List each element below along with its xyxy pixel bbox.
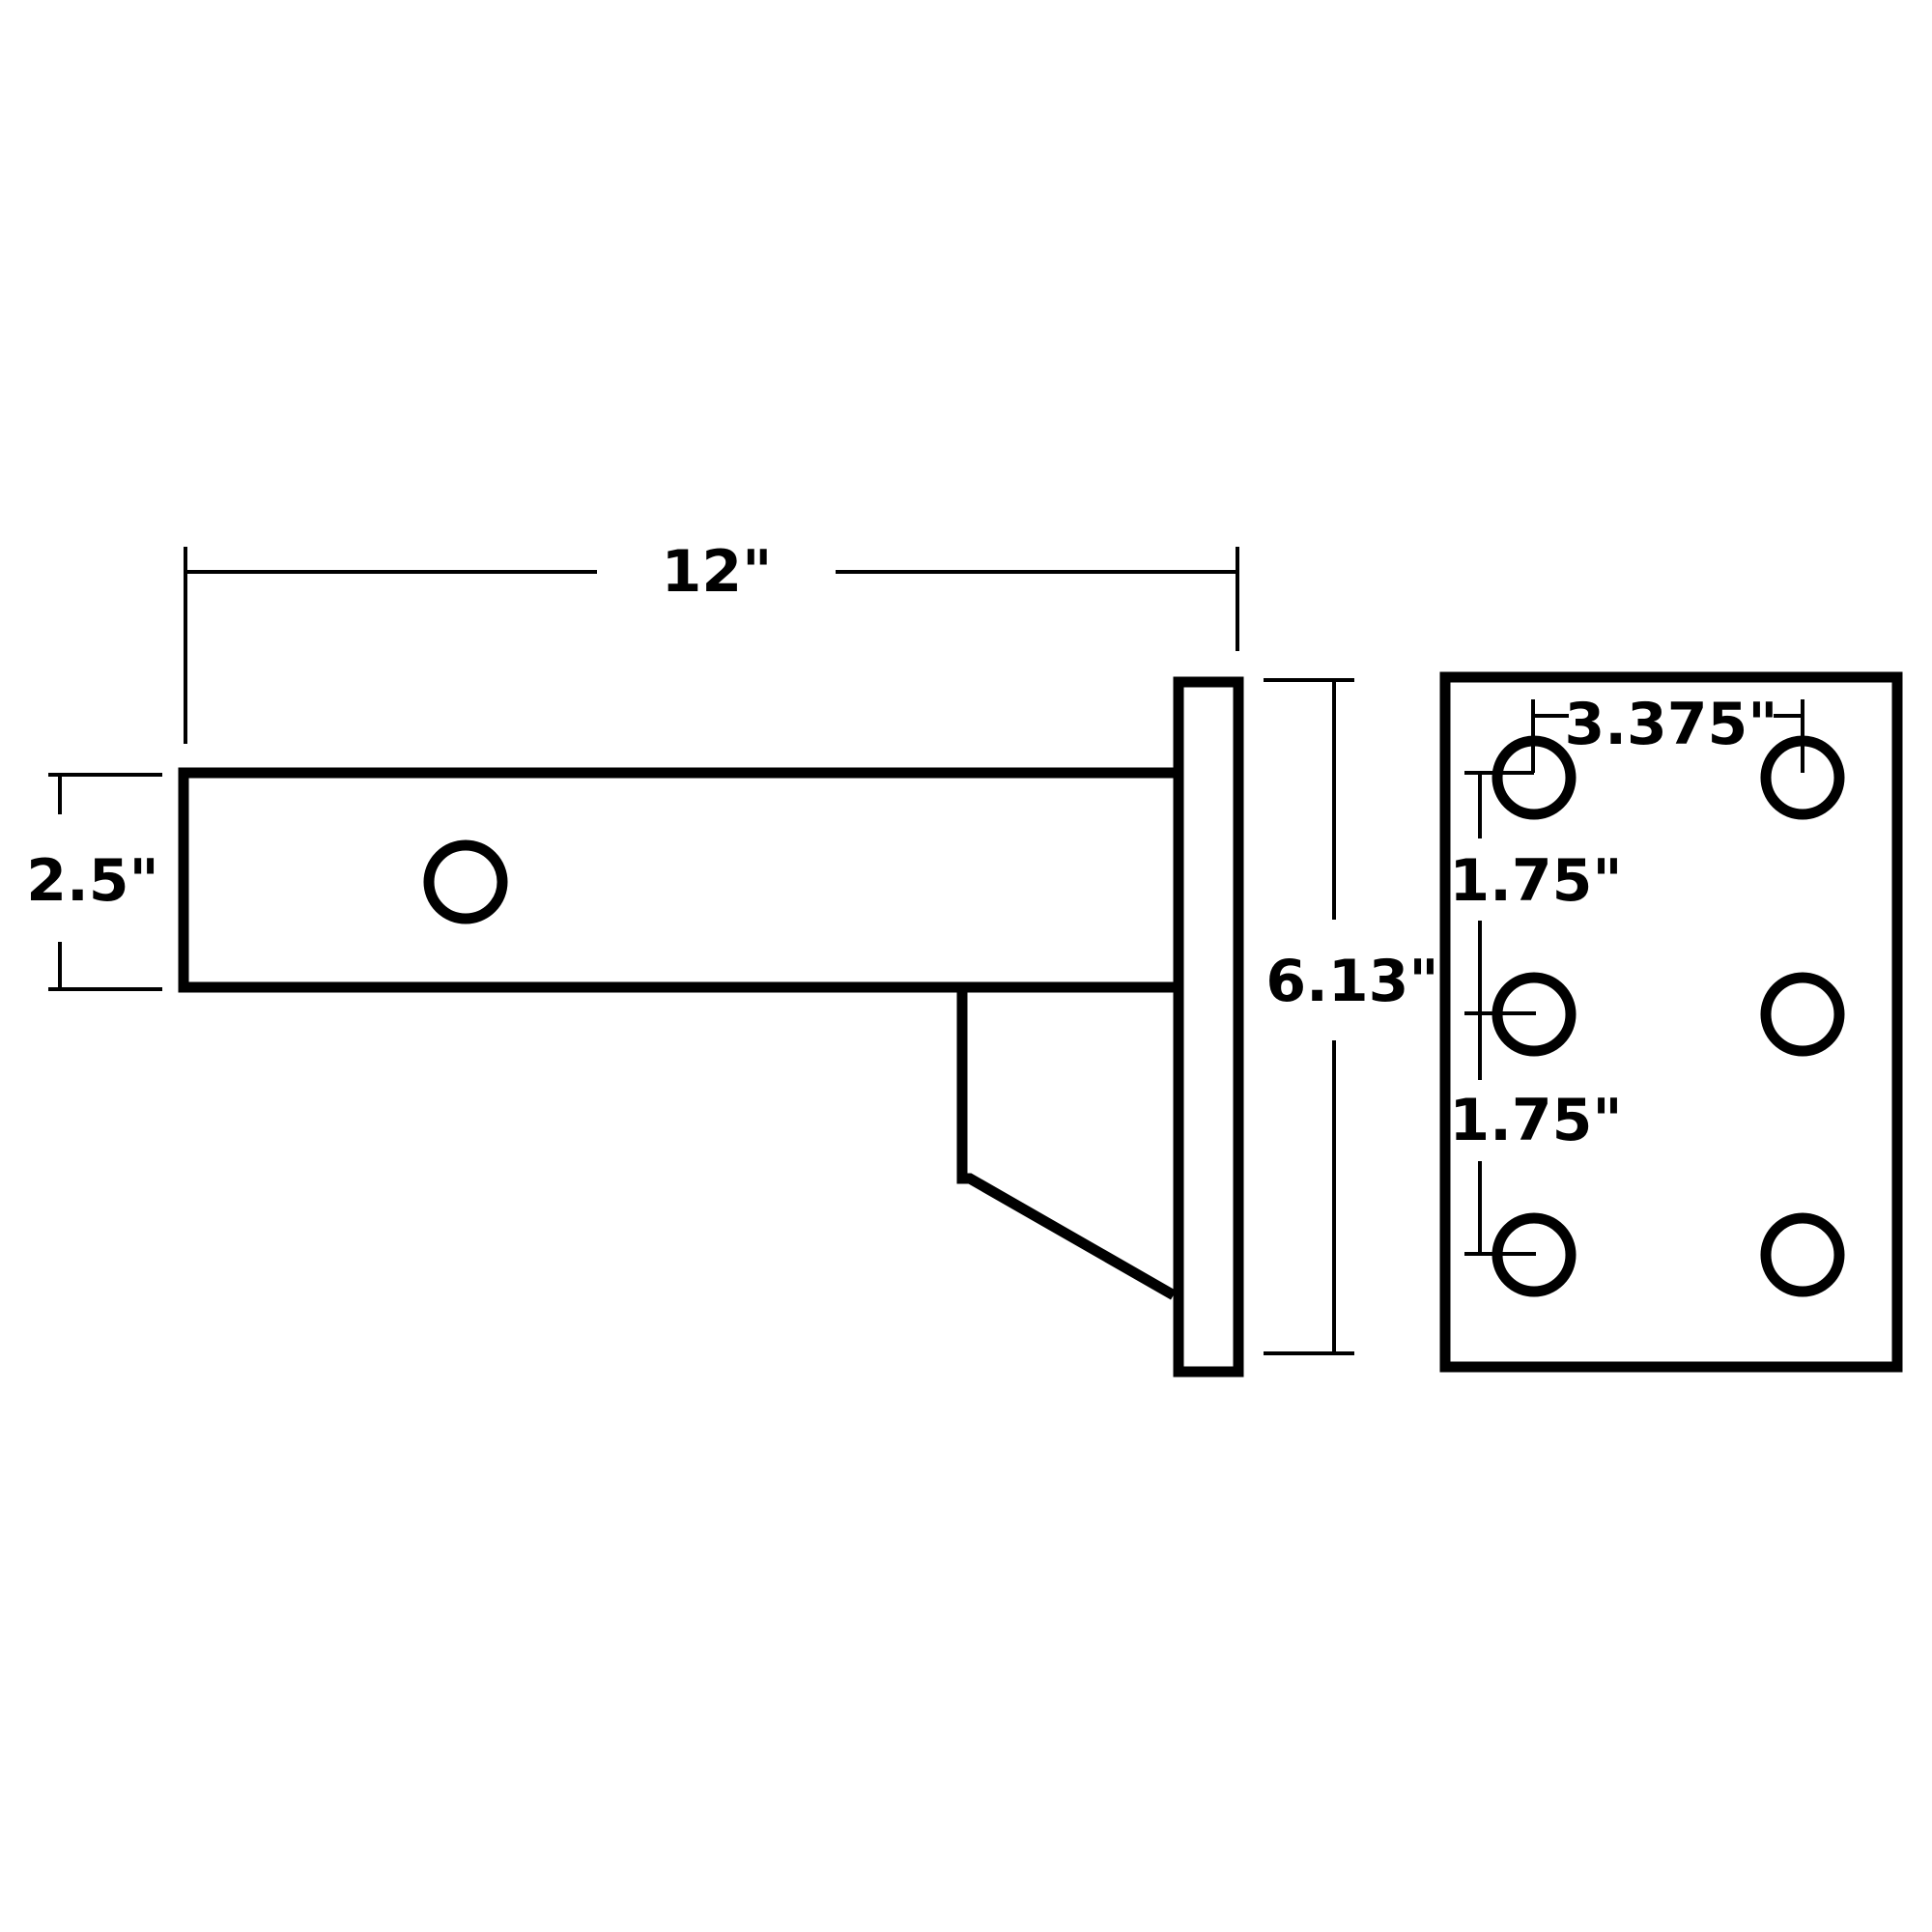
gusset-brace xyxy=(956,981,1177,1300)
dimension-lines xyxy=(48,547,1804,1355)
plate-hole-bottom-right xyxy=(1760,1212,1845,1297)
plate-hole-mid-right xyxy=(1760,972,1845,1057)
side-view xyxy=(178,676,1244,1378)
label-hole-vertical-spacing-lower: 1.75" xyxy=(1449,1087,1622,1154)
mounting-plate-side xyxy=(1173,676,1244,1378)
dimension-labels: 12" 2.5" 6.13" 3.375" 1.75" 1.75" xyxy=(26,538,1777,1154)
tube-outline xyxy=(178,767,1175,993)
tube-pin-hole xyxy=(423,839,508,924)
label-tube-height: 2.5" xyxy=(26,847,159,915)
label-plate-height: 6.13" xyxy=(1265,948,1438,1015)
label-hole-horizontal-spacing: 3.375" xyxy=(1564,691,1777,758)
label-overall-length: 12" xyxy=(662,538,773,606)
front-view xyxy=(1439,671,1903,1373)
label-hole-vertical-spacing-upper: 1.75" xyxy=(1449,847,1622,915)
mounting-plate-front xyxy=(1439,671,1903,1373)
